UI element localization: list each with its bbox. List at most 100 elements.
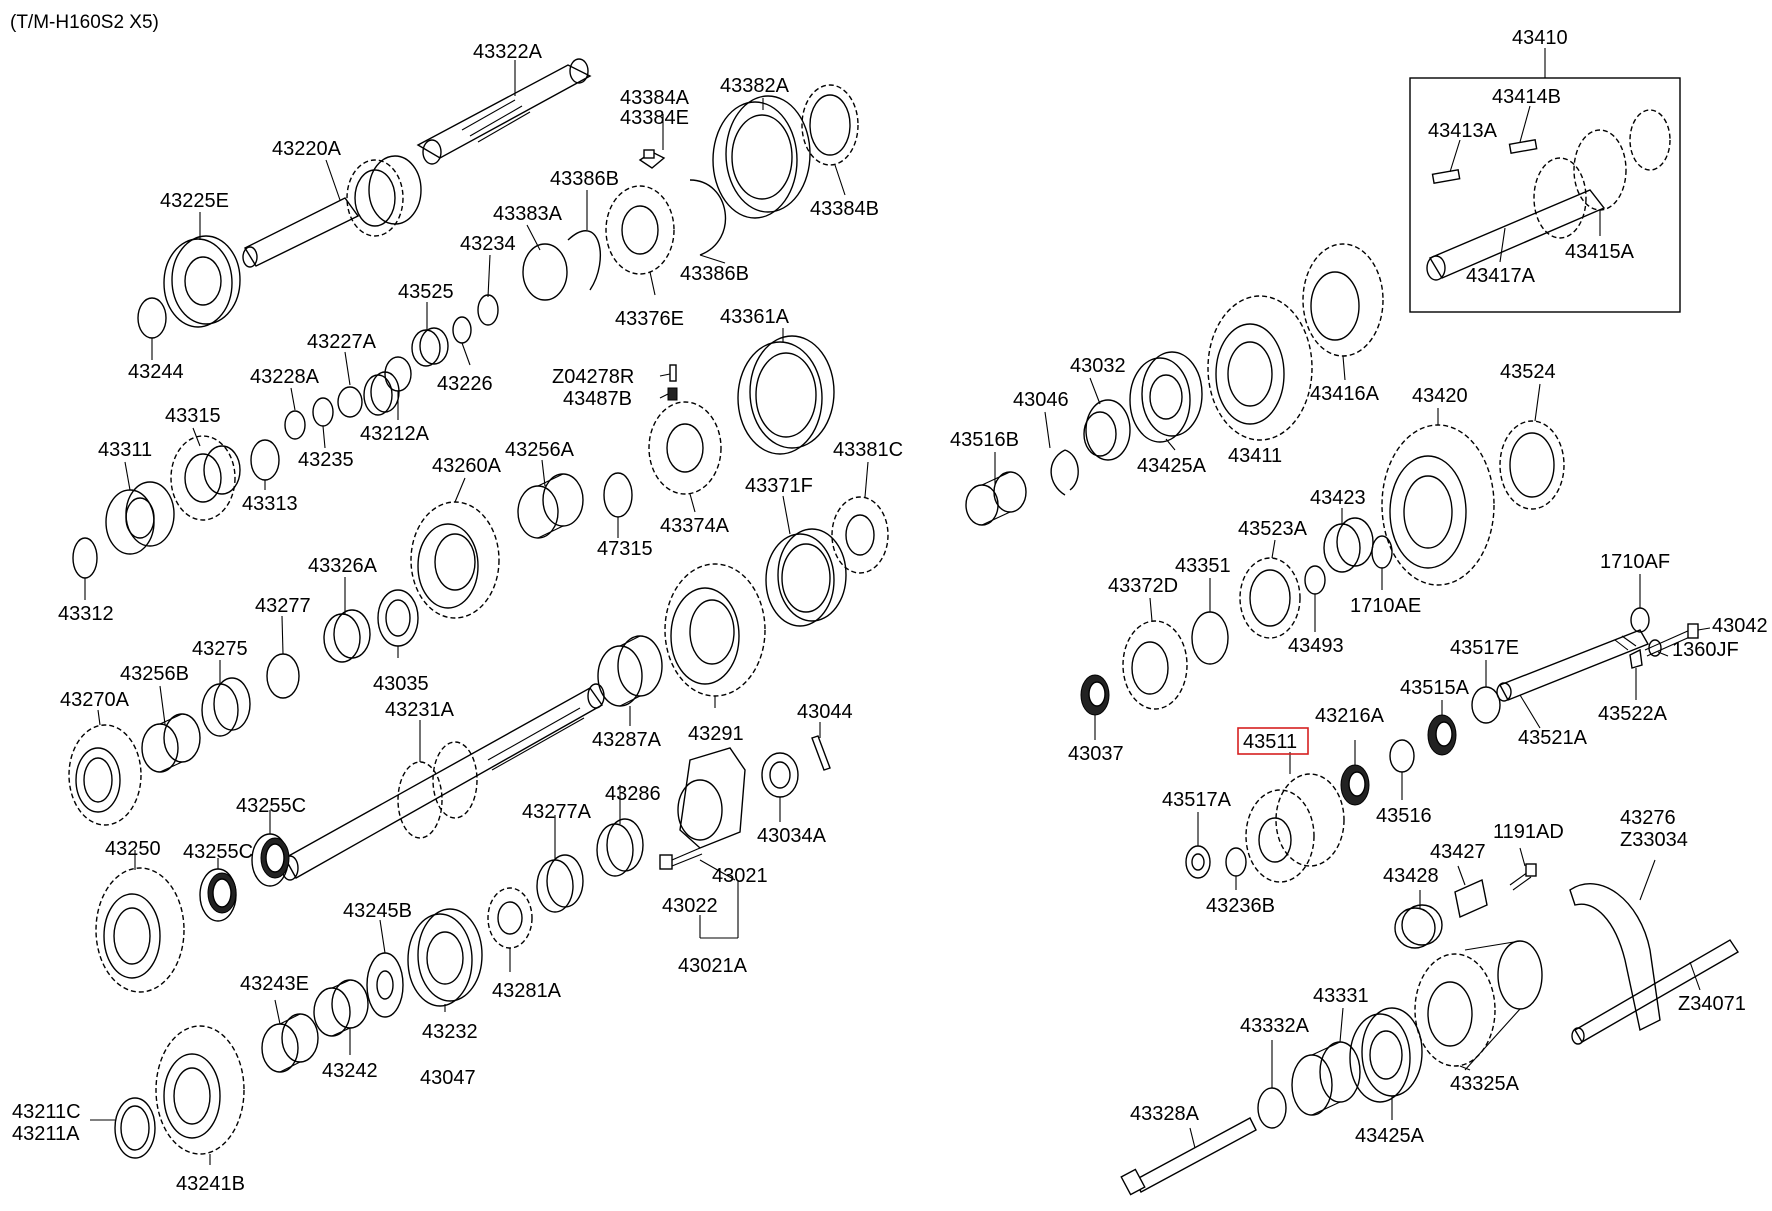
part-43275[interactable]	[201, 677, 251, 737]
part-43277A[interactable]	[536, 854, 584, 913]
label-43384A[interactable]: 43384A	[620, 87, 690, 109]
label-43414B[interactable]: 43414B	[1492, 86, 1561, 108]
label-43331[interactable]: 43331	[1313, 985, 1369, 1007]
label-43415A[interactable]: 43415A	[1565, 241, 1635, 263]
label-43376E[interactable]: 43376E	[615, 308, 684, 330]
part-43276[interactable]	[1569, 883, 1661, 1032]
label-43232[interactable]: 43232	[422, 1021, 478, 1043]
label-43212A[interactable]: 43212A	[360, 423, 430, 445]
part-43277[interactable]	[266, 653, 300, 699]
part-43425A-top[interactable]	[1129, 351, 1203, 443]
part-43281A[interactable]	[487, 887, 533, 949]
part-43256B[interactable]	[141, 713, 201, 773]
part-43374A[interactable]	[648, 401, 722, 495]
label-43326A[interactable]: 43326A	[308, 555, 378, 577]
label-1710AE[interactable]: 1710AE	[1350, 595, 1421, 617]
label-43521A[interactable]: 43521A	[1518, 727, 1588, 749]
label-43522A[interactable]: 43522A	[1598, 703, 1668, 725]
part-43517A[interactable]	[1185, 845, 1211, 879]
label-43511[interactable]: 43511	[1243, 731, 1297, 753]
label-47315[interactable]: 47315	[597, 538, 653, 560]
label-1191AD[interactable]: 1191AD	[1493, 821, 1564, 843]
part-43493[interactable]	[1304, 565, 1326, 595]
part-43042[interactable]	[1644, 623, 1699, 657]
label-43487B[interactable]: 43487B	[563, 388, 632, 410]
part-43037[interactable]	[1080, 674, 1110, 716]
label-43226[interactable]: 43226	[437, 373, 493, 395]
part-43521A[interactable]	[1496, 629, 1650, 702]
label-43241B[interactable]: 43241B	[176, 1173, 245, 1195]
label-43374A[interactable]: 43374A	[660, 515, 730, 537]
label-43332A[interactable]: 43332A	[1240, 1015, 1310, 1037]
label-43021A[interactable]: 43021A	[678, 955, 748, 977]
label-43245B[interactable]: 43245B	[343, 900, 412, 922]
part-43226[interactable]	[452, 316, 472, 344]
part-43220A[interactable]	[242, 155, 422, 268]
label-43410[interactable]: 43410	[1512, 27, 1568, 49]
part-43351[interactable]	[1191, 611, 1229, 665]
part-43256A[interactable]	[517, 473, 584, 539]
label-43270A[interactable]: 43270A	[60, 689, 130, 711]
part-43312[interactable]	[72, 537, 98, 579]
part-43382A[interactable]	[712, 95, 811, 219]
label-43260A[interactable]: 43260A	[432, 455, 502, 477]
part-43211C[interactable]	[114, 1097, 156, 1159]
label-43277[interactable]: 43277	[255, 595, 311, 617]
label-43255C-a[interactable]: 43255C	[236, 795, 306, 817]
label-43281A[interactable]: 43281A	[492, 980, 562, 1002]
part-43376E[interactable]	[605, 185, 675, 275]
part-43315[interactable]	[170, 435, 241, 521]
label-43411[interactable]: 43411	[1228, 445, 1282, 467]
part-43225E[interactable]	[163, 235, 241, 328]
part-43243E[interactable]	[261, 1013, 319, 1073]
part-43428[interactable]	[1394, 904, 1443, 949]
part-43420[interactable]	[1381, 424, 1495, 586]
part-43522A[interactable]	[1629, 648, 1643, 669]
part-43523A[interactable]	[1239, 557, 1301, 639]
part-43386B-top[interactable]	[567, 230, 601, 291]
label-43313[interactable]: 43313	[242, 493, 298, 515]
label-43021[interactable]: 43021	[712, 865, 768, 887]
label-43311[interactable]: 43311	[98, 439, 152, 461]
part-43287A[interactable]	[597, 635, 663, 707]
part-43286[interactable]	[596, 818, 644, 877]
label-43351[interactable]: 43351	[1175, 555, 1231, 577]
label-43417A[interactable]: 43417A	[1466, 265, 1536, 287]
part-43371F[interactable]	[765, 528, 847, 627]
label-43413A[interactable]: 43413A	[1428, 120, 1498, 142]
part-43414B[interactable]	[1508, 138, 1538, 154]
part-43322A[interactable]	[416, 58, 592, 165]
label-43372D[interactable]: 43372D	[1108, 575, 1178, 597]
label-43381C[interactable]: 43381C	[833, 439, 903, 461]
label-1710AF[interactable]: 1710AF	[1600, 551, 1670, 573]
label-43035[interactable]: 43035	[373, 673, 429, 695]
label-43291[interactable]: 43291	[688, 723, 744, 745]
label-43044[interactable]: 43044	[797, 701, 853, 723]
part-43235[interactable]	[312, 397, 334, 427]
part-43022[interactable]	[659, 847, 703, 870]
label-43420[interactable]: 43420	[1412, 385, 1468, 407]
part-43021[interactable]	[677, 747, 746, 849]
label-43234[interactable]: 43234	[460, 233, 516, 255]
part-43255C-a[interactable]	[251, 833, 290, 887]
part-43381C[interactable]	[831, 496, 889, 574]
label-43211C[interactable]: 43211C	[12, 1101, 81, 1123]
label-43384E[interactable]: 43384E	[620, 107, 689, 129]
part-43236B[interactable]	[1225, 847, 1247, 877]
label-43315[interactable]: 43315	[165, 405, 221, 427]
part-43046[interactable]	[1050, 449, 1079, 496]
part-43044[interactable]	[811, 735, 831, 771]
part-1710AF[interactable]	[1630, 607, 1650, 633]
label-43228A[interactable]: 43228A	[250, 366, 320, 388]
label-1360JF[interactable]: 1360JF	[1672, 639, 1739, 661]
label-43242[interactable]: 43242	[322, 1060, 378, 1082]
label-43250[interactable]: 43250	[105, 838, 161, 860]
part-43361A[interactable]	[737, 335, 835, 455]
part-43270A[interactable]	[68, 724, 142, 826]
label-43328A[interactable]: 43328A	[1130, 1103, 1200, 1125]
label-43275[interactable]: 43275	[192, 638, 248, 660]
label-Z04278R[interactable]: Z04278R	[552, 366, 634, 388]
part-47315[interactable]	[603, 472, 633, 518]
label-43256B[interactable]: 43256B	[120, 663, 189, 685]
part-1710AE[interactable]	[1371, 535, 1393, 569]
